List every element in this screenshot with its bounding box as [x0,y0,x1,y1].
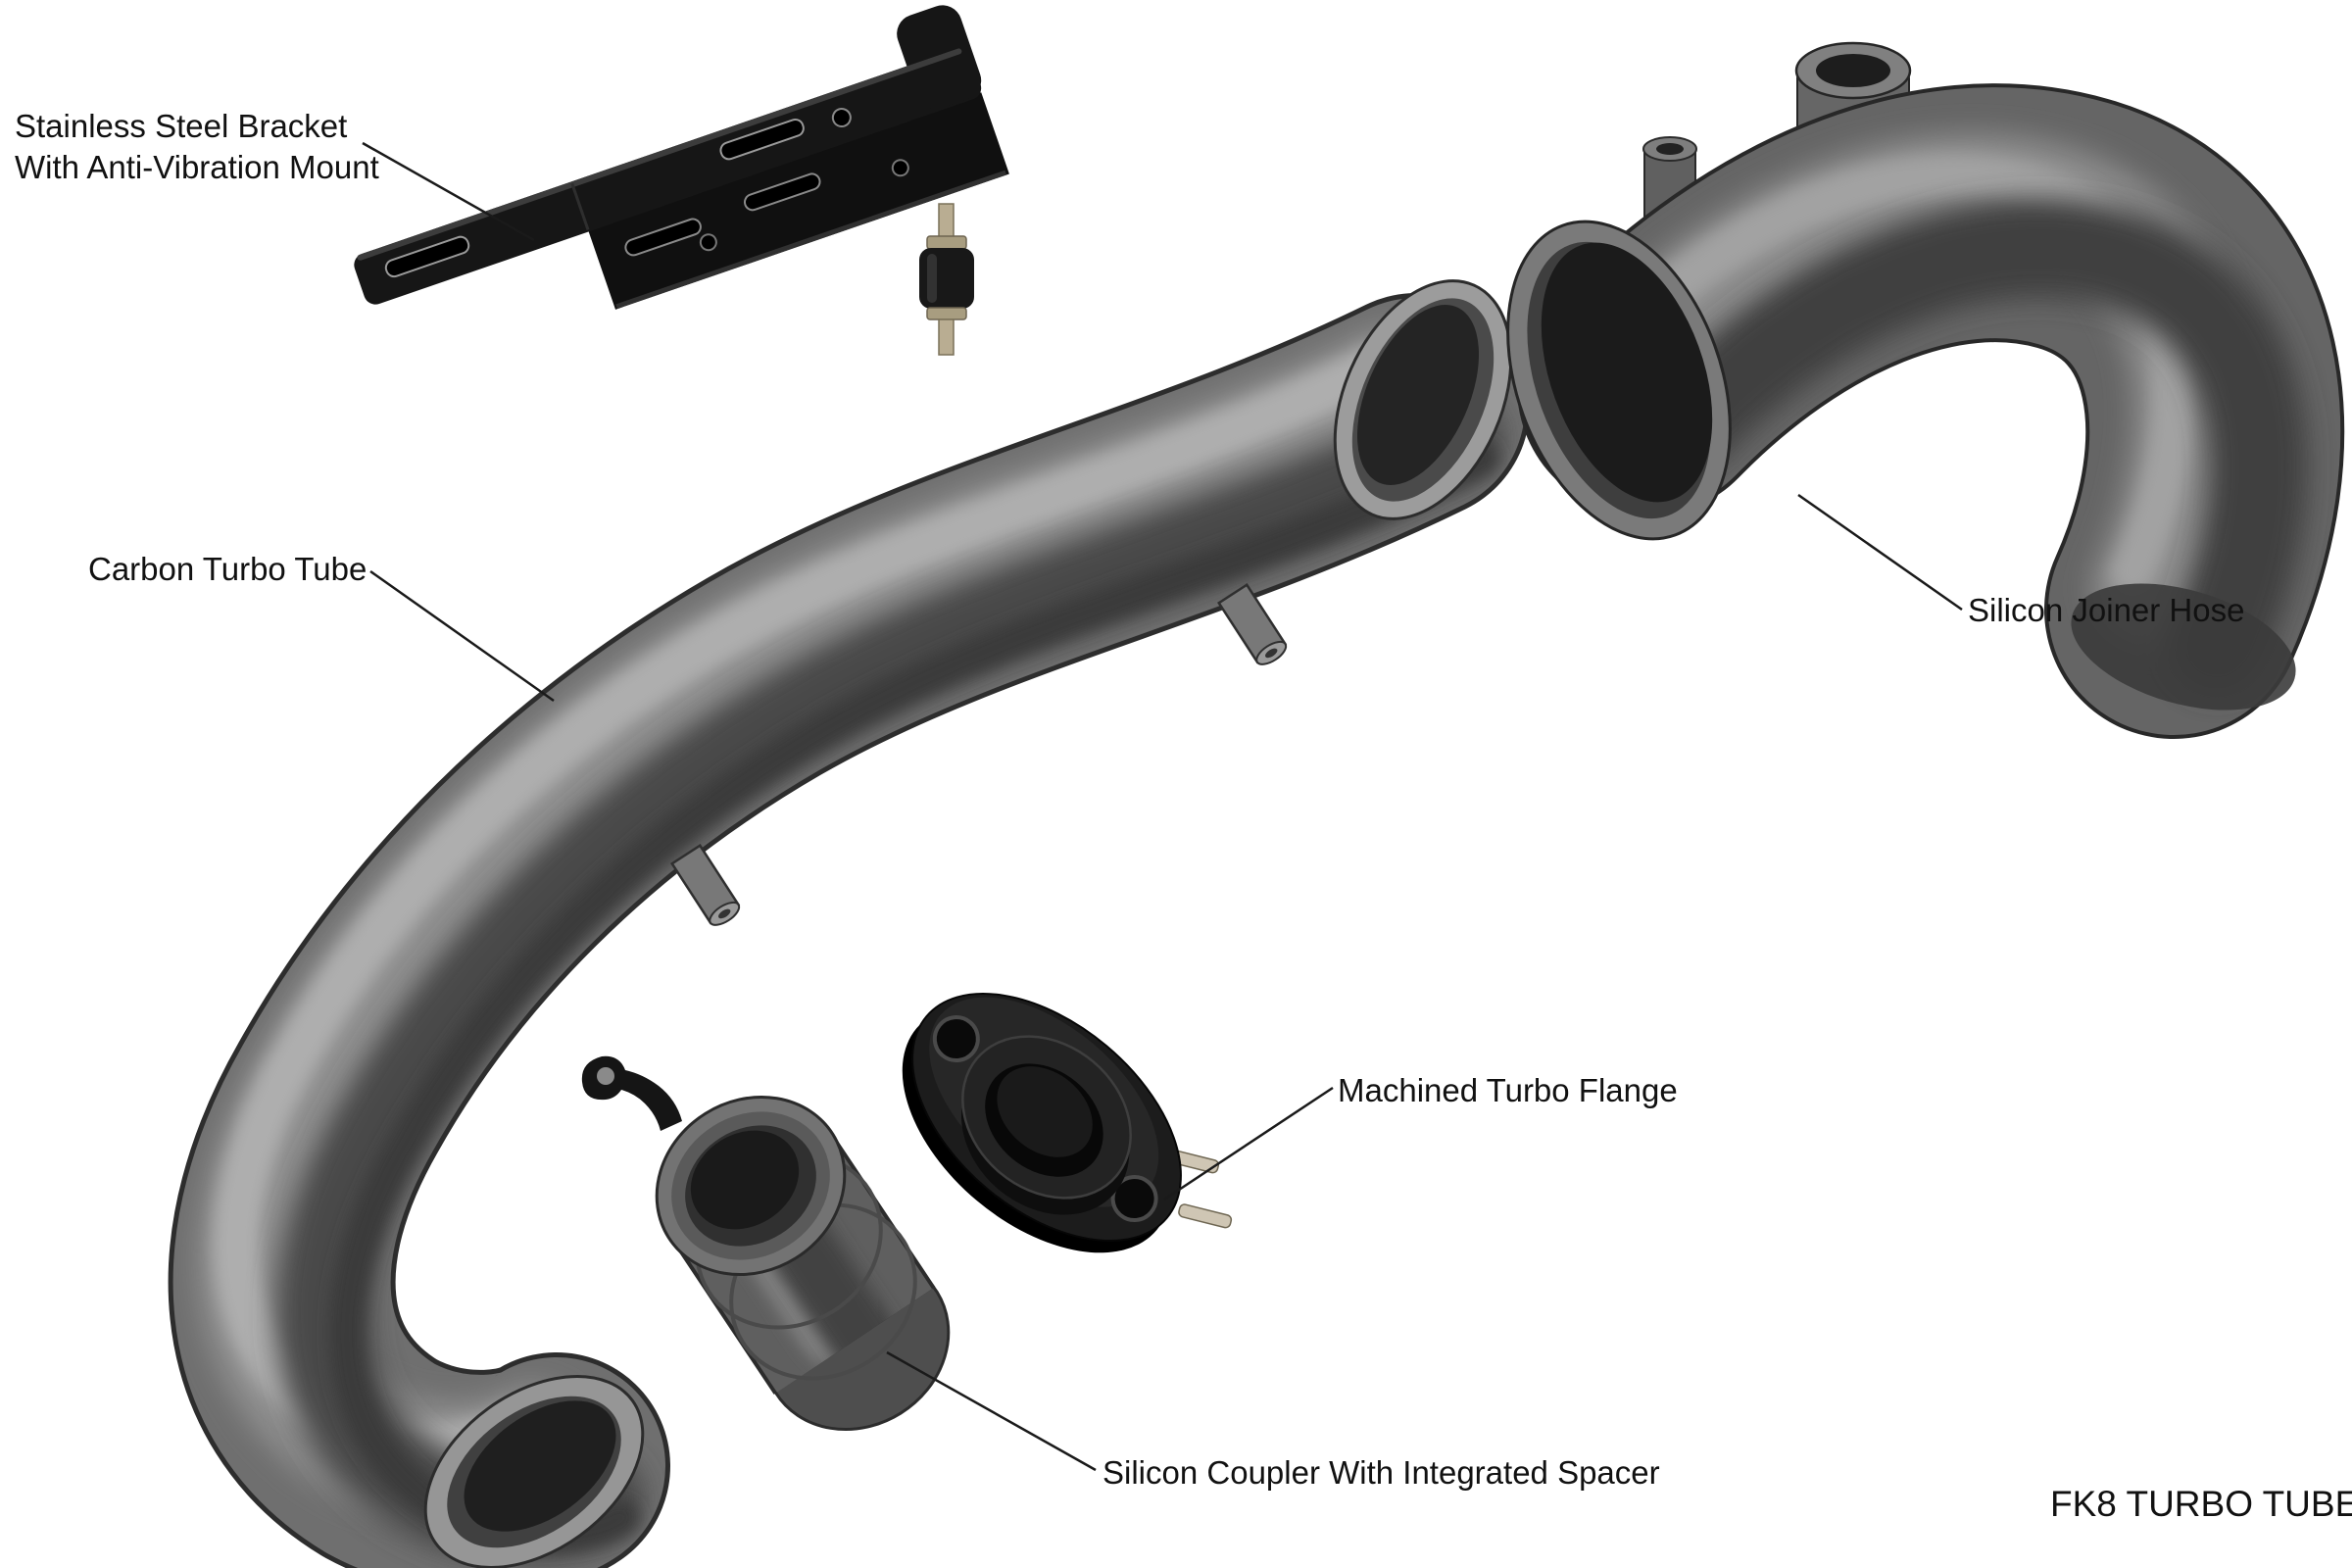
label-carbon-turbo-tube: Carbon Turbo Tube [88,551,368,587]
leader-coupler [886,1350,1097,1472]
leader-flange [1163,1086,1334,1201]
leader-bracket [362,141,535,242]
label-bracket: Stainless Steel Bracket With Anti-Vibrat… [15,106,379,188]
label-bracket-line2: With Anti-Vibration Mount [15,149,379,186]
leader-hose [1797,493,1963,612]
diagram-title: FK8 TURBO TUBE [2050,1484,2352,1524]
label-silicon-coupler: Silicon Coupler With Integrated Spacer [1102,1454,1660,1491]
label-machined-turbo-flange: Machined Turbo Flange [1338,1072,1678,1108]
machined-turbo-flange [902,993,1182,1253]
leader-tube [369,569,555,703]
label-silicon-joiner-hose: Silicon Joiner Hose [1968,592,2245,628]
coupler-face [655,1095,847,1277]
flange-bore [960,1035,1132,1215]
label-bracket-line1: Stainless Steel Bracket [15,108,348,144]
leader-lines [362,141,1963,1472]
